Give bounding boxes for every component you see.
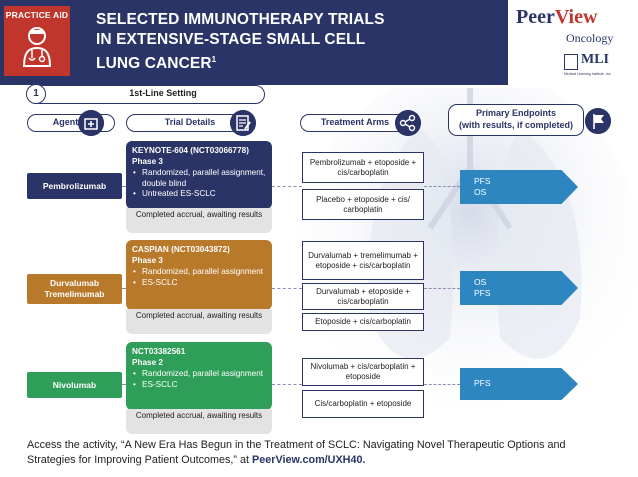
trial-bullets: Randomized, parallel assignment ES-SCLC xyxy=(132,369,266,390)
list-item: Untreated ES-SCLC xyxy=(132,189,266,200)
list-item: ES-SCLC xyxy=(132,380,266,391)
mli-logo: MLI Medical Learning Institute, Inc. xyxy=(564,52,634,80)
endpoint-row-2: OS PFS xyxy=(460,271,578,305)
endpoint-label: PFS xyxy=(474,176,491,186)
setting-label: 1st-Line Setting xyxy=(129,88,197,98)
endpoint-row-3: PFS xyxy=(460,368,578,400)
page-title: SELECTED IMMUNOTHERAPY TRIALS IN EXTENSI… xyxy=(96,10,406,74)
connector-row-3-agent xyxy=(122,384,126,385)
title-superscript: 1 xyxy=(211,55,217,64)
endpoints-header-line-1: Primary Endpoints xyxy=(475,108,556,118)
agent-label-line-2: Tremelimumab xyxy=(44,289,105,299)
clinic-icon xyxy=(78,110,104,136)
title-line-3-text: LUNG CANCER xyxy=(96,55,212,73)
practice-aid-badge: PRACTICE AID xyxy=(4,6,70,76)
header-banner: PRACTICE AID SELECTED IMMUNOTHERAPY TRIA… xyxy=(0,0,508,85)
agents-header-label: Agent(s) xyxy=(52,117,90,127)
endpoint-label: OS xyxy=(474,187,487,197)
title-line-2: IN EXTENSIVE-STAGE SMALL CELL xyxy=(96,31,366,48)
connector-row-2-agent xyxy=(122,288,126,289)
footer-text: Access the activity, “A New Era Has Begu… xyxy=(27,438,617,468)
endpoint-row-1: PFS OS xyxy=(460,170,578,204)
connector-row-1-trial xyxy=(272,186,302,187)
trial-nct03382561: NCT03382561 Phase 2 Randomized, parallel… xyxy=(126,342,272,410)
trial-id: NCT03382561 xyxy=(132,347,186,356)
agent-label-line-1: Durvalumab xyxy=(49,278,100,288)
list-item: Randomized, parallel assignment, double … xyxy=(132,168,266,189)
list-item: Randomized, parallel assignment xyxy=(132,267,266,278)
agent-durvalumab-tremelimumab: Durvalumab Tremelimumab xyxy=(27,274,122,304)
list-item: ES-SCLC xyxy=(132,278,266,289)
doctor-icon xyxy=(22,27,52,67)
trial-phase: Phase 3 xyxy=(132,255,163,265)
connector-row-2-arms xyxy=(424,288,460,289)
connector-row-2-trial xyxy=(272,288,302,289)
trial-keynote-604: KEYNOTE-604 (NCT03066778) Phase 3 Random… xyxy=(126,141,272,209)
treatment-arm: Nivolumab + cis/carboplatin + etoposide xyxy=(302,358,424,386)
mli-text: MLI xyxy=(581,52,609,67)
endpoint-label: OS xyxy=(474,277,487,287)
logo-oncology: Oncology xyxy=(566,31,614,45)
endpoint-label: PFS xyxy=(474,288,491,298)
footer-link[interactable]: PeerView.com/UXH40. xyxy=(252,454,366,466)
peerview-logo: PeerView xyxy=(516,6,597,29)
title-line-1: SELECTED IMMUNOTHERAPY TRIALS xyxy=(96,11,385,28)
treatment-arm: Durvalumab + etoposide + cis/carboplatin xyxy=(302,283,424,310)
connector-row-1-agent xyxy=(122,186,126,187)
logo-peer-text: Peer xyxy=(516,6,555,28)
primary-endpoints-column-header: Primary Endpoints (with results, if comp… xyxy=(448,104,584,136)
connector-row-1-arms xyxy=(424,186,460,187)
trial-status: Completed accrual, awaiting results xyxy=(126,208,272,233)
title-line-3: LUNG CANCER1 xyxy=(96,50,406,74)
agent-nivolumab: Nivolumab xyxy=(27,372,122,398)
trial-id: CASPIAN (NCT03043872) xyxy=(132,245,230,254)
connector-row-3-arms xyxy=(424,384,460,385)
mli-subtitle: Medical Learning Institute, Inc. xyxy=(564,72,612,76)
setting-number: 1 xyxy=(26,84,46,104)
endpoints-header-line-2: (with results, if completed) xyxy=(458,120,573,130)
agent-label: Pembrolizumab xyxy=(42,180,107,191)
treatment-arm: Cis/carboplatin + etoposide xyxy=(302,390,424,418)
trial-status: Completed accrual, awaiting results xyxy=(126,409,272,434)
connector-row-3-trial xyxy=(272,384,302,385)
share-network-icon xyxy=(395,110,421,136)
treatment-arm: Placebo + etoposide + cis/ carboplatin xyxy=(302,189,424,220)
logo-area: PeerView Oncology MLI Medical Learning I… xyxy=(508,0,638,85)
trial-id: KEYNOTE-604 (NCT03066778) xyxy=(132,146,249,155)
practice-aid-label: PRACTICE AID xyxy=(5,10,69,20)
treatment-arm: Durvalumab + tremelimumab + etoposide + … xyxy=(302,241,424,280)
treatment-arms-header-label: Treatment Arms xyxy=(320,117,390,127)
mli-emblem-icon xyxy=(564,54,578,70)
footer-body: Access the activity, “A New Era Has Begu… xyxy=(27,439,566,466)
agent-pembrolizumab: Pembrolizumab xyxy=(27,173,122,199)
trial-bullets: Randomized, parallel assignment ES-SCLC xyxy=(132,267,266,288)
trial-status: Completed accrual, awaiting results xyxy=(126,309,272,334)
treatment-arm: Etoposide + cis/carboplatin xyxy=(302,313,424,331)
list-item: Randomized, parallel assignment xyxy=(132,369,266,380)
trial-phase: Phase 2 xyxy=(132,357,163,367)
logo-view-text: View xyxy=(554,6,598,28)
trial-details-header-label: Trial Details xyxy=(164,117,216,127)
flag-icon xyxy=(585,108,611,134)
setting-bar: 1 1st-Line Setting xyxy=(26,84,265,104)
endpoint-label: PFS xyxy=(474,378,491,388)
treatment-arms-column-header: Treatment Arms xyxy=(300,114,410,132)
trial-phase: Phase 3 xyxy=(132,156,163,166)
trial-bullets: Randomized, parallel assignment, double … xyxy=(132,168,266,200)
trial-caspian: CASPIAN (NCT03043872) Phase 3 Randomized… xyxy=(126,240,272,310)
agent-label: Nivolumab xyxy=(52,379,97,390)
treatment-arm: Pembrolizumab + etoposide + cis/carbopla… xyxy=(302,152,424,183)
document-edit-icon xyxy=(230,110,256,136)
